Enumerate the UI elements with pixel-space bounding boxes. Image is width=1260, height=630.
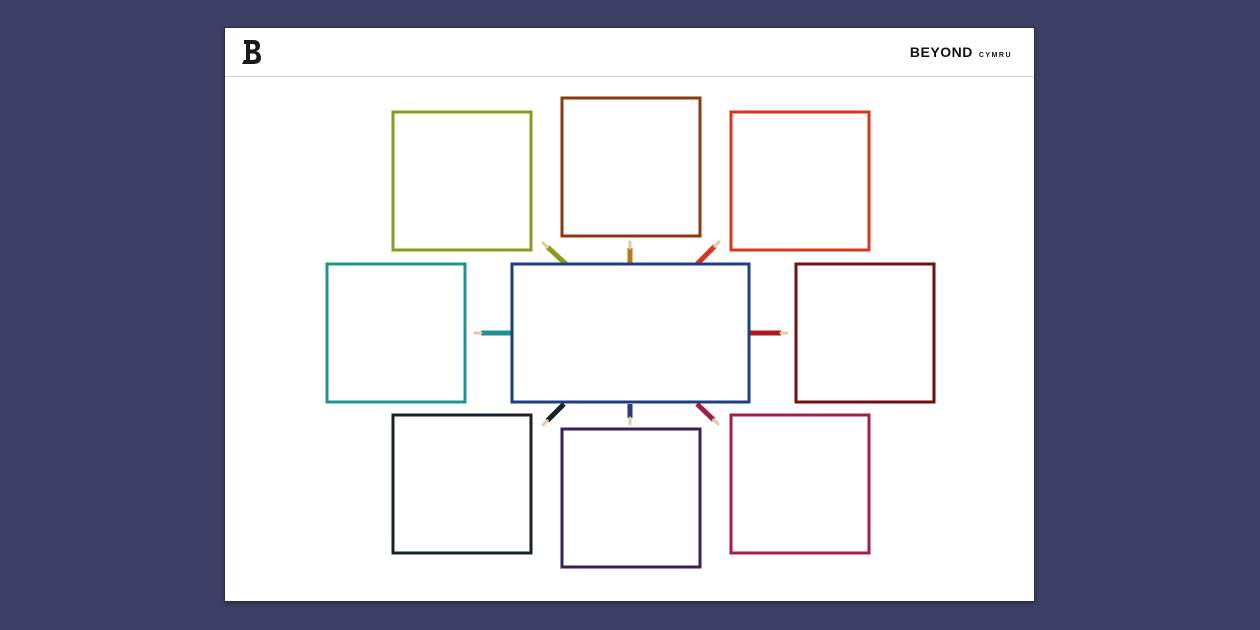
box-top-left (391, 110, 533, 252)
page-header: BEYOND CYMRU (225, 28, 1034, 77)
pencil-icon (541, 241, 568, 266)
pencil-icon (541, 402, 566, 427)
brand-subname: CYMRU (978, 52, 1012, 59)
box-top-center (560, 96, 702, 238)
pencil-icon (695, 402, 720, 426)
box-middle-right (794, 262, 936, 404)
box-top-right (729, 110, 871, 252)
center-box (510, 262, 751, 404)
brand-name: BEYOND (909, 44, 973, 60)
pencil-icon (695, 240, 721, 266)
box-bottom-right (729, 413, 871, 555)
brand-wordmark: BEYOND CYMRU (910, 44, 1012, 60)
box-bottom-center (560, 427, 702, 569)
beyond-b-logo-icon (242, 40, 261, 64)
box-bottom-left (391, 413, 533, 555)
box-middle-left (325, 262, 467, 404)
